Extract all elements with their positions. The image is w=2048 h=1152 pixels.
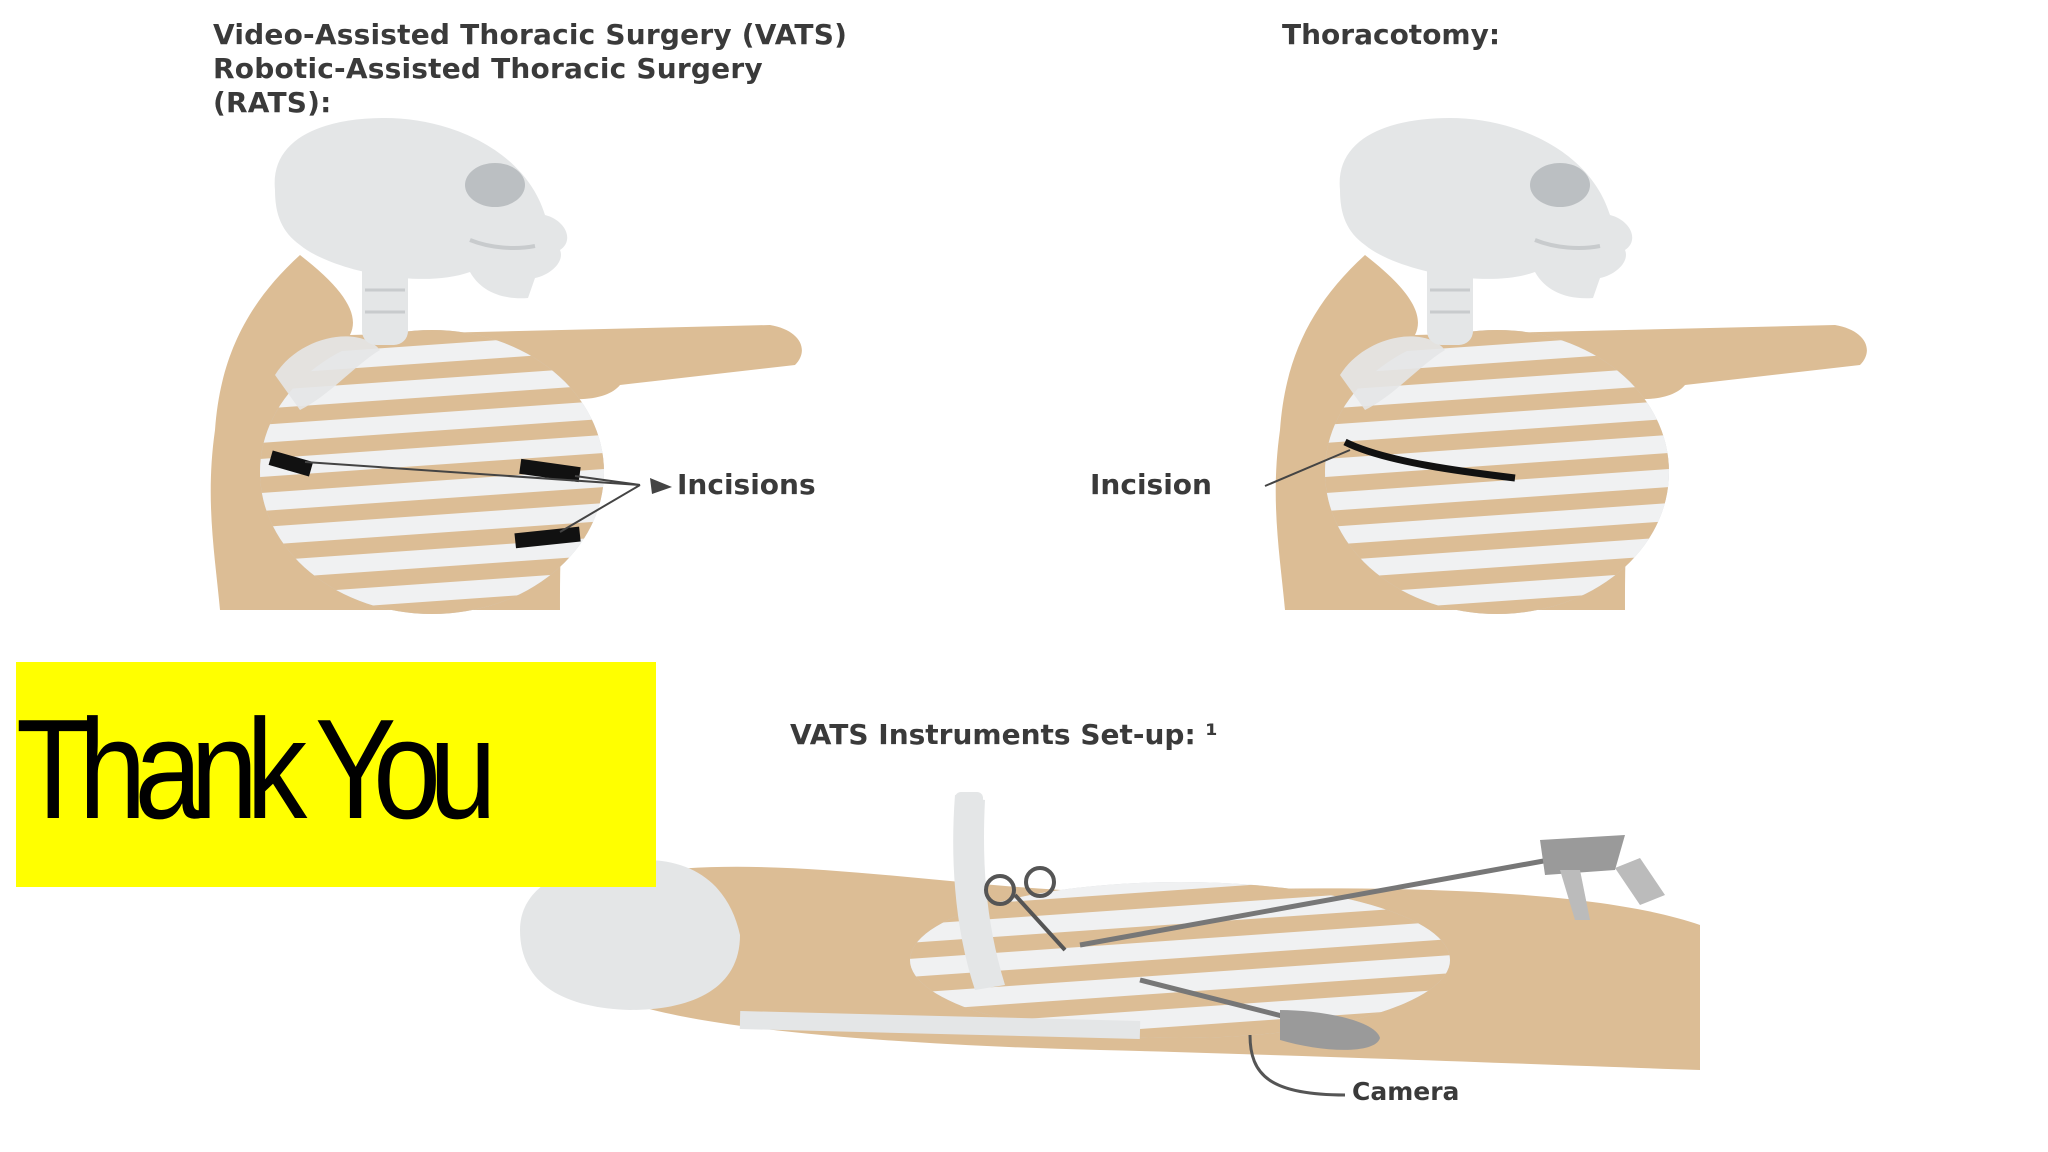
thoracotomy-title: Thoracotomy: <box>1282 18 1501 51</box>
setup-title: VATS Instruments Set-up: ¹ <box>790 718 1218 751</box>
vats-figure <box>208 116 804 616</box>
instrument-setup-figure <box>520 792 1700 1097</box>
thoracotomy-figure <box>1264 116 1869 616</box>
vats-title-line: Robotic-Assisted Thoracic Surgery <box>213 52 763 85</box>
vats-title-line: Video-Assisted Thoracic Surgery (VATS) <box>213 18 848 51</box>
incisions-callout: Incisions <box>677 468 816 501</box>
thank-you-text: Thank You <box>16 690 497 849</box>
camera-callout: Camera <box>1352 1077 1460 1106</box>
vats-title-line: (RATS): <box>213 86 332 119</box>
incision-callout: Incision <box>1090 468 1212 501</box>
thank-you-banner: Thank You <box>16 662 656 887</box>
vats-title: Video-Assisted Thoracic Surgery (VATS) R… <box>213 18 847 120</box>
